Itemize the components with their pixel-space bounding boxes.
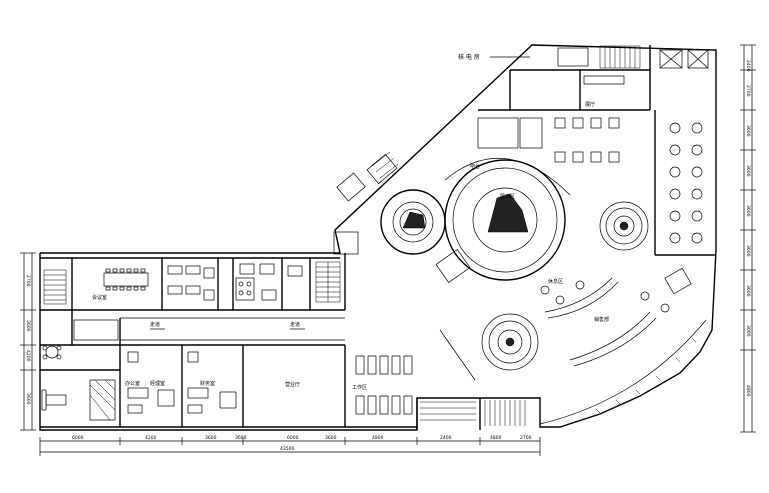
arc-displays xyxy=(435,249,692,367)
bottom-dimensions: 6000 4200 3600 3600 6000 3600 4800 2400 … xyxy=(39,435,541,456)
label-sales: 销售部 xyxy=(594,316,609,323)
top-block xyxy=(477,45,709,149)
right-dim-3: 3600 xyxy=(745,165,751,177)
bottom-dim-0: 6000 xyxy=(72,435,84,441)
left-dim-2: 4200 xyxy=(25,350,31,362)
right-dim-8: 4800 xyxy=(745,385,751,397)
right-dim-2: 3600 xyxy=(745,125,751,137)
title-label: 核 电 房 xyxy=(458,53,480,61)
label-lounge: 休息区 xyxy=(548,278,563,285)
bottom-dim-8: 4800 xyxy=(490,435,502,441)
left-upper-rooms xyxy=(40,258,345,311)
rosette-right xyxy=(599,201,649,251)
label-exhibit: 展厅 xyxy=(585,102,595,108)
bottom-dim-3: 3600 xyxy=(235,435,247,441)
diagonal-stair xyxy=(333,151,399,310)
bottom-dim-6: 4800 xyxy=(372,435,384,441)
left-dim-0: 2700 xyxy=(25,275,31,287)
label-corridor-b: 走道 xyxy=(290,321,300,328)
left-dimensions: 2700 3600 4200 3600 xyxy=(20,252,36,431)
curved-facade xyxy=(439,319,707,425)
right-dim-0: 2400 xyxy=(745,60,751,72)
left-lower-rooms xyxy=(40,319,413,427)
bottom-dim-7: 2400 xyxy=(440,435,452,441)
label-meeting: 会议室 xyxy=(92,294,107,301)
right-dim-1: 2700 xyxy=(745,85,751,97)
labels: 核 电 房 会议室 办公室 经理室 财务室 营业厅 工作区 走道 走道 吧台 展… xyxy=(92,53,609,391)
label-corridor-a: 走道 xyxy=(150,321,160,328)
right-dim-4: 3600 xyxy=(745,205,751,217)
label-hall: 营业厅 xyxy=(285,381,300,388)
label-office2: 经理室 xyxy=(150,380,165,387)
left-dim-1: 3600 xyxy=(25,320,31,332)
right-dimensions: 2400 2700 3600 3600 3600 3600 3600 3000 … xyxy=(740,44,756,433)
atrium xyxy=(380,157,649,371)
label-office3: 财务室 xyxy=(200,380,215,387)
bottom-total: 43500 xyxy=(280,446,294,452)
right-dim-5: 3600 xyxy=(745,245,751,257)
label-display: 展示区 xyxy=(500,194,515,200)
right-dim-7: 3000 xyxy=(745,325,751,337)
label-bar: 吧台 xyxy=(470,163,480,170)
bottom-dim-4: 6000 xyxy=(287,435,299,441)
right-dim-6: 3600 xyxy=(745,285,751,297)
left-dim-3: 3600 xyxy=(25,393,31,405)
label-work: 工作区 xyxy=(352,384,367,391)
label-office1: 办公室 xyxy=(125,380,140,387)
bottom-dim-9: 2700 xyxy=(520,435,532,441)
bottom-dim-1: 4200 xyxy=(145,435,157,441)
table-grid xyxy=(554,110,716,256)
outer-walls xyxy=(39,44,717,431)
corridor xyxy=(40,310,345,346)
bottom-dim-2: 3600 xyxy=(205,435,217,441)
lower-right-stairs xyxy=(416,398,526,430)
rosette-lower xyxy=(481,313,539,371)
bottom-dim-5: 3600 xyxy=(325,435,337,441)
